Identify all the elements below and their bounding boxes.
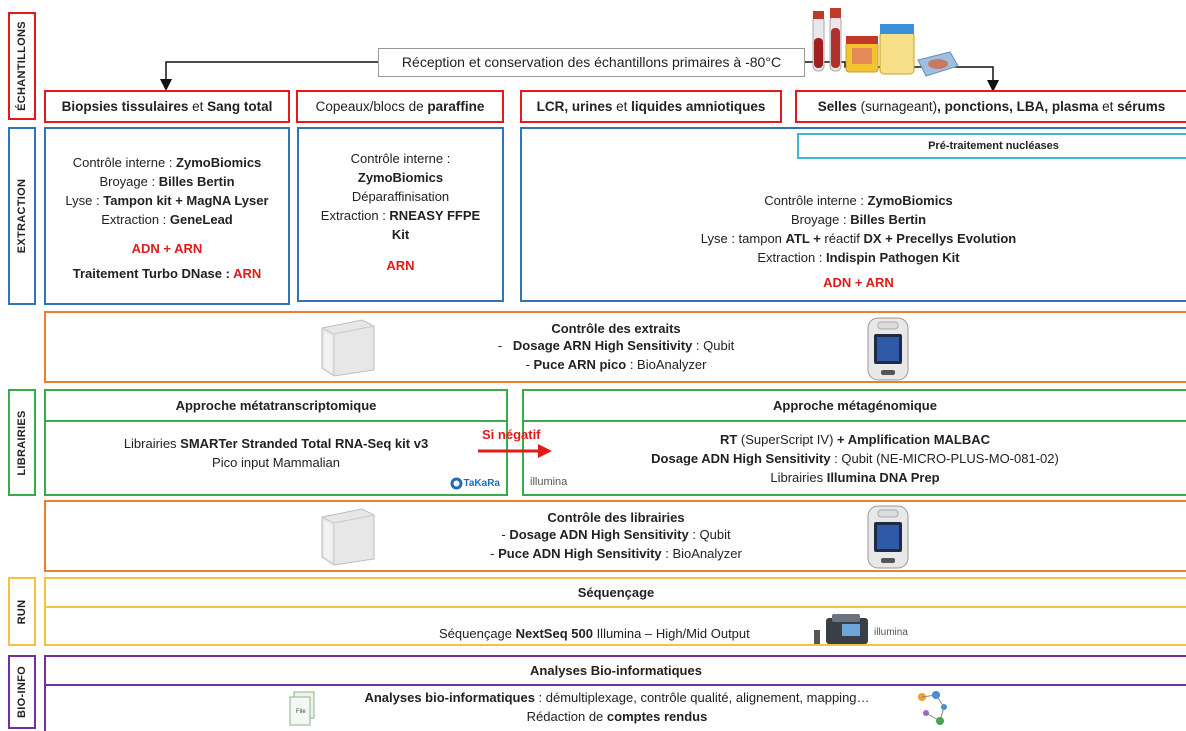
sample-text: liquides amniotiques — [631, 99, 766, 114]
library-control-line: - Puce ADN High Sensitivity : BioAnalyze… — [490, 545, 742, 561]
bioinfo-body: File Analyses bio-informatiques : démult… — [44, 684, 1186, 731]
sequencing-title: Séquençage — [577, 585, 655, 600]
file-icon — [289, 691, 315, 726]
extraction-box-paraffine: Contrôle interne : ZymoBiomics Déparaffi… — [297, 127, 504, 302]
extraction-line: ZymoBiomics — [357, 169, 444, 185]
takara-icon — [450, 477, 462, 490]
extraction-line: Contrôle interne : ZymoBiomics — [72, 155, 262, 170]
illumina-logo: illumina — [874, 627, 908, 638]
si-negatif-label: Si négatif — [482, 427, 541, 442]
qubit-icon — [867, 505, 909, 569]
extraction-line: Extraction : RNEASY FFPE — [320, 207, 481, 223]
library-line: Pico input Mammalian — [212, 455, 340, 470]
extraction-result: ADN + ARN — [131, 241, 203, 256]
extract-control-line: - Dosage ARN High Sensitivity : Qubit — [497, 337, 735, 353]
section-label-text: RUN — [16, 599, 28, 624]
sample-text: Copeaux/blocs de — [315, 99, 428, 114]
library-control-title: Contrôle des librairies — [547, 509, 685, 525]
metagenomic-body: RT (SuperScript IV) + Amplification MALB… — [522, 420, 1186, 496]
extract-control-title: Contrôle des extraits — [551, 320, 681, 336]
sample-box-lcr: LCR, urines et liquides amniotiques — [520, 90, 782, 123]
bioinfo-header: Analyses Bio-informatiques — [44, 655, 1186, 686]
metatranscriptomic-body: Librairies SMARTer Stranded Total RNA-Se… — [44, 420, 508, 496]
bioinfo-line: Analyses bio-informatiques : démultiplex… — [364, 690, 870, 705]
sample-text: LCR, urines — [536, 99, 613, 114]
sample-text: et — [612, 99, 632, 114]
sample-text: (surnageant) — [856, 99, 938, 114]
extraction-line: Lyse : tampon ATL + réactif DX + Precell… — [700, 231, 1017, 246]
reception-text: Réception et conservation des échantillo… — [401, 54, 782, 70]
section-label-extraction: EXTRACTION — [8, 127, 36, 305]
sequencing-line: Séquençage NextSeq 500 Illumina – High/M… — [439, 626, 750, 641]
metatranscriptomic-header: Approche métatranscriptomique — [44, 389, 508, 422]
sequencing-header: Séquençage — [44, 577, 1186, 608]
file-icon-label: File — [296, 709, 306, 715]
sequencing-body: Séquençage NextSeq 500 Illumina – High/M… — [44, 606, 1186, 646]
extraction-line: Kit — [391, 226, 410, 242]
metatranscriptomic-title: Approche métatranscriptomique — [175, 398, 377, 413]
sample-text: et — [1098, 99, 1118, 114]
pretreatment-box: Pré-traitement nucléases — [797, 133, 1186, 159]
metagenomic-header: Approche métagénomique — [522, 389, 1186, 422]
sample-text: et — [188, 99, 208, 114]
reception-box: Réception et conservation des échantillo… — [378, 48, 805, 77]
extraction-result: ADN + ARN — [823, 275, 894, 290]
sample-box-paraffine: Copeaux/blocs de paraffine — [296, 90, 504, 123]
extraction-line: Lyse : Tampon kit + MagNA Lyser — [65, 193, 269, 208]
library-line: Dosage ADN High Sensitivity : Qubit (NE-… — [651, 450, 1059, 466]
extraction-result: ARN — [386, 257, 415, 273]
extract-control-line: - Puce ARN pico : BioAnalyzer — [525, 356, 707, 372]
library-control-box: Contrôle des librairies - Dosage ADN Hig… — [44, 500, 1186, 572]
extraction-line: Traitement Turbo DNase : ARN — [72, 266, 262, 281]
sample-text: Biopsies tissulaires — [61, 99, 189, 114]
sample-box-biopsies: Biopsies tissulaires et Sang total — [44, 90, 290, 123]
extraction-line: Contrôle interne : — [350, 150, 451, 166]
library-line: Librairies SMARTer Stranded Total RNA-Se… — [123, 436, 429, 451]
extraction-line: Broyage : Billes Bertin — [790, 212, 927, 227]
bioanalyzer-icon — [321, 508, 375, 566]
si-negatif-arrow — [478, 444, 552, 458]
bioinfo-title: Analyses Bio-informatiques — [530, 663, 702, 678]
library-control-line: - Dosage ADN High Sensitivity : Qubit — [501, 526, 731, 542]
section-label-librairies: LIBRAIRIES — [8, 389, 36, 496]
bioinfo-line: Rédaction de comptes rendus — [526, 709, 708, 724]
extract-control-box: Contrôle des extraits - Dosage ARN High … — [44, 311, 1186, 383]
qubit-icon — [867, 317, 909, 381]
extraction-line: Extraction : Indispin Pathogen Kit — [757, 250, 960, 265]
extraction-line: Extraction : GeneLead — [101, 212, 233, 227]
sample-text: Sang total — [207, 99, 273, 114]
extraction-line: Broyage : Billes Bertin — [99, 174, 235, 189]
section-label-bioinfo: BIO-INFO — [8, 655, 36, 729]
library-line: Librairies Illumina DNA Prep — [770, 469, 940, 485]
section-label-text: EXTRACTION — [16, 178, 28, 254]
pretreatment-label: Pré-traitement nucléases — [928, 140, 1059, 152]
sample-tubes-icon — [812, 8, 959, 77]
section-label-echantillons: ÉCHANTILLONS — [8, 12, 36, 120]
illumina-logo: illumina — [530, 476, 568, 488]
library-line: RT (SuperScript IV) + Amplification MALB… — [719, 431, 991, 447]
section-label-run: RUN — [8, 577, 36, 646]
metagenomic-title: Approche métagénomique — [773, 398, 937, 413]
sequencer-icon — [814, 614, 868, 644]
sample-text: paraffine — [427, 99, 485, 114]
extraction-line: Déparaffinisation — [351, 188, 450, 204]
takara-logo: TaKaRa — [450, 477, 500, 490]
sample-box-selles: Selles (surnageant) , ponctions, LBA, pl… — [795, 90, 1186, 123]
extraction-box-biopsies: Contrôle interne : ZymoBiomics Broyage :… — [44, 127, 290, 305]
sample-text: sérums — [1117, 99, 1166, 114]
sample-text: Selles — [817, 99, 857, 114]
sample-text: , ponctions, LBA, plasma — [937, 99, 1099, 114]
bioinformatics-icon — [918, 691, 947, 725]
bioanalyzer-icon — [321, 319, 375, 377]
extraction-line: Contrôle interne : ZymoBiomics — [764, 193, 953, 208]
section-label-text: LIBRAIRIES — [16, 409, 28, 476]
extraction-box-lcr-selles: Pré-traitement nucléases Contrôle intern… — [520, 127, 1186, 302]
section-label-text: BIO-INFO — [16, 666, 28, 718]
